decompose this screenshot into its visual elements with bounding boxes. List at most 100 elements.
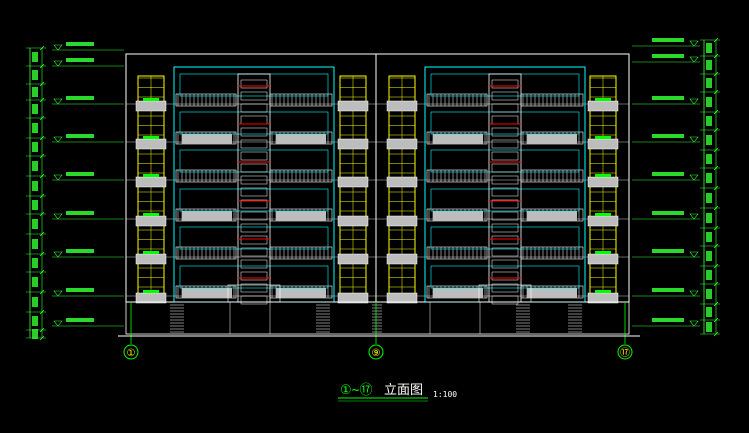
- level-value-glyph: [66, 96, 94, 100]
- floor-frame: [430, 73, 580, 97]
- slab-band: [527, 288, 577, 298]
- dimension-slash: [39, 45, 45, 51]
- dimension-value-glyph: [32, 142, 38, 152]
- window-sill-band: [337, 253, 369, 265]
- window-sill-band: [386, 215, 418, 227]
- right-dimension-chain: [632, 37, 720, 337]
- dimension-slash: [39, 335, 45, 341]
- slab-band: [182, 211, 232, 221]
- level-marker: [53, 251, 63, 258]
- dimension-value-glyph: [706, 270, 712, 280]
- dimension-slash: [713, 331, 719, 337]
- level-value-glyph: [66, 249, 94, 253]
- stair-window: [491, 151, 519, 161]
- dimension-slash: [39, 269, 45, 275]
- building-outline: [125, 53, 630, 303]
- level-marker: [53, 290, 63, 297]
- window-sill-band: [587, 100, 619, 112]
- stair-window: [240, 103, 268, 113]
- slab-band: [182, 134, 232, 144]
- level-value-glyph: [652, 288, 684, 292]
- level-value-glyph: [66, 42, 94, 46]
- stair-window: [491, 259, 519, 269]
- stair-window: [240, 163, 268, 173]
- dimension-value-glyph: [32, 161, 38, 171]
- floor-frame: [179, 73, 329, 97]
- stair-window: [240, 175, 268, 185]
- level-value-glyph: [66, 288, 94, 292]
- window-sill-band: [337, 292, 369, 304]
- stair-window: [491, 91, 519, 101]
- drawing-title: 立面图: [384, 383, 423, 398]
- window-sill-band: [386, 100, 418, 112]
- slab-band: [527, 211, 577, 221]
- dimension-slash: [713, 243, 719, 249]
- stair-window: [491, 175, 519, 185]
- dimension-value-glyph: [32, 316, 38, 326]
- stair-window: [491, 283, 519, 293]
- level-marker: [53, 136, 63, 143]
- dimension-value-glyph: [706, 213, 712, 223]
- window-tag: [595, 213, 611, 216]
- window-sill-band: [135, 253, 167, 265]
- window-tag: [143, 251, 159, 254]
- dimension-value-glyph: [706, 307, 712, 317]
- stair-window: [240, 223, 268, 233]
- window-sill-band: [386, 176, 418, 188]
- dimension-value-glyph: [706, 135, 712, 145]
- dimension-value-glyph: [706, 251, 712, 261]
- level-marker: [689, 136, 699, 143]
- dimension-slash: [713, 205, 719, 211]
- window-tag: [595, 174, 611, 177]
- floor-frame: [430, 265, 580, 289]
- stair-window: [491, 115, 519, 125]
- level-value-glyph: [652, 318, 684, 322]
- dimension-value-glyph: [32, 297, 38, 307]
- stair-window: [491, 127, 519, 137]
- level-marker: [53, 174, 63, 181]
- level-value-glyph: [66, 58, 94, 62]
- window-sill-band: [135, 100, 167, 112]
- level-value-glyph: [652, 249, 684, 253]
- dimension-slash: [39, 289, 45, 295]
- floor-frame: [179, 188, 329, 212]
- plinth: [125, 301, 630, 335]
- slab-band: [433, 134, 483, 144]
- stair-window: [240, 211, 268, 221]
- drawing-title-block: ①~⑰ 立面图 1:100: [338, 383, 457, 402]
- dimension-slash: [713, 71, 719, 77]
- stair-window: [240, 235, 268, 245]
- dimension-slash: [39, 327, 45, 333]
- dimension-slash: [39, 81, 45, 87]
- stair-window: [491, 295, 519, 305]
- stair-window: [240, 127, 268, 137]
- stair-window: [240, 259, 268, 269]
- slab-band: [182, 288, 232, 298]
- level-value-glyph: [66, 172, 94, 176]
- dimension-value-glyph: [32, 258, 38, 268]
- level-value-glyph: [652, 211, 684, 215]
- window-sill-band: [337, 215, 369, 227]
- floor-frame: [179, 226, 329, 250]
- dimension-slash: [713, 53, 719, 59]
- window-sill-band: [587, 138, 619, 150]
- window-tag: [595, 98, 611, 101]
- dimension-slash: [39, 97, 45, 103]
- stair-window: [491, 163, 519, 173]
- window-sill-band: [337, 176, 369, 188]
- dimension-slash: [713, 317, 719, 323]
- dimension-value-glyph: [706, 289, 712, 299]
- dimension-value-glyph: [32, 70, 38, 80]
- dimension-slash: [713, 37, 719, 43]
- level-marker: [689, 213, 699, 220]
- dimension-slash: [39, 193, 45, 199]
- stair-window: [491, 271, 519, 281]
- window-tag: [143, 98, 159, 101]
- slab-band: [527, 134, 577, 144]
- dimension-slash: [39, 309, 45, 315]
- window-tag: [143, 174, 159, 177]
- window-sill-band: [135, 176, 167, 188]
- stair-window: [491, 211, 519, 221]
- window-sill-band: [386, 292, 418, 304]
